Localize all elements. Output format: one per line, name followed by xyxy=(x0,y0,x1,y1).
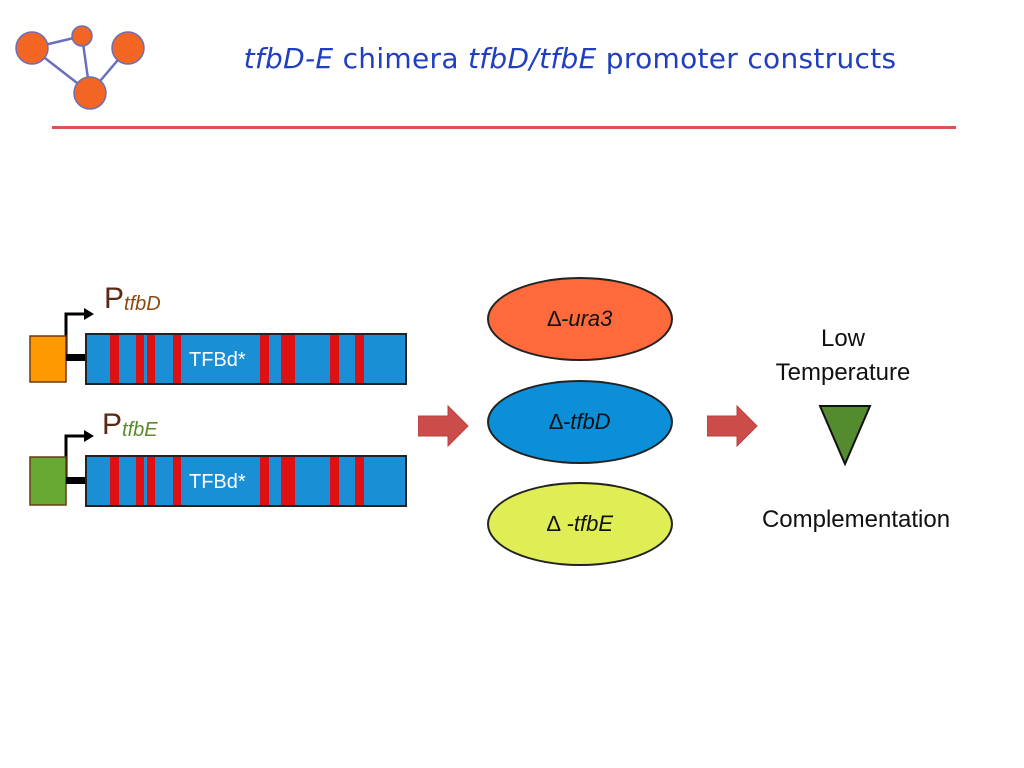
strain-name: -ura3 xyxy=(561,306,613,331)
condition-line-1: Low xyxy=(820,325,866,352)
mutation-stripe xyxy=(110,457,119,505)
condition-label: Low Temperature xyxy=(753,322,933,390)
transcription-start-arrow-icon xyxy=(64,434,84,482)
right-arrow-icon xyxy=(707,404,758,448)
strain-oval-tfbe: ∆ -tfbE xyxy=(487,482,673,566)
mutation-stripe xyxy=(260,457,269,505)
network-nodes-logo-icon xyxy=(15,25,145,110)
down-triangle-icon xyxy=(818,405,872,467)
promoter-linker xyxy=(66,354,86,361)
gene-label-tfbe: TFBd* xyxy=(189,471,246,493)
transcription-start-arrow-icon xyxy=(64,312,84,360)
mutation-stripe xyxy=(173,457,181,505)
construct-tfbd xyxy=(29,308,407,385)
gene-label-tfbd: TFBd* xyxy=(189,349,246,371)
title-gene-promoters: tfbD/tfbE xyxy=(467,42,597,75)
strain-oval-tfbd: ∆-tfbD xyxy=(487,380,673,464)
mutation-stripe xyxy=(330,457,339,505)
strain-delta: ∆ xyxy=(547,306,562,331)
strain-delta: ∆ xyxy=(546,511,561,536)
right-arrow-icon xyxy=(418,404,469,448)
condition-line-2: Temperature xyxy=(775,359,911,386)
page-title: tfbD-E chimera tfbD/tfbE promoter constr… xyxy=(160,42,980,75)
promoter-label-tfbd: PtfbD xyxy=(104,282,161,316)
title-gene-chimera: tfbD-E xyxy=(243,42,334,75)
construct-tfbe xyxy=(29,430,407,507)
mutation-stripe xyxy=(136,457,144,505)
mutation-stripe xyxy=(355,335,364,383)
strain-name: -tfbE xyxy=(560,511,614,536)
strain-name: -tfbD xyxy=(562,409,611,434)
mutation-stripe xyxy=(260,335,269,383)
promoter-label-sub: tfbD xyxy=(124,293,161,315)
mutation-stripe xyxy=(355,457,364,505)
mutation-stripe xyxy=(281,335,295,383)
mutation-stripe xyxy=(136,335,144,383)
title-divider xyxy=(52,126,956,129)
promoter-label-tfbe: PtfbE xyxy=(102,408,158,442)
mutation-stripe xyxy=(173,335,181,383)
title-text-constructs: promoter constructs xyxy=(596,42,897,75)
mutation-stripe xyxy=(281,457,295,505)
promoter-label-main: P xyxy=(102,408,123,441)
promoter-label-sub: tfbE xyxy=(122,419,158,441)
promoter-box-tfbd xyxy=(29,335,67,383)
promoter-label-main: P xyxy=(104,282,125,315)
mutation-stripe xyxy=(330,335,339,383)
mutation-stripe xyxy=(147,335,155,383)
strain-oval-ura3: ∆-ura3 xyxy=(487,277,673,361)
promoter-box-tfbe xyxy=(29,456,67,506)
mutation-stripe xyxy=(110,335,119,383)
result-label: Complementation xyxy=(761,506,951,533)
promoter-linker xyxy=(66,477,86,484)
mutation-stripe xyxy=(147,457,155,505)
title-text-chimera: chimera xyxy=(333,42,468,75)
strain-delta: ∆ xyxy=(549,409,563,434)
